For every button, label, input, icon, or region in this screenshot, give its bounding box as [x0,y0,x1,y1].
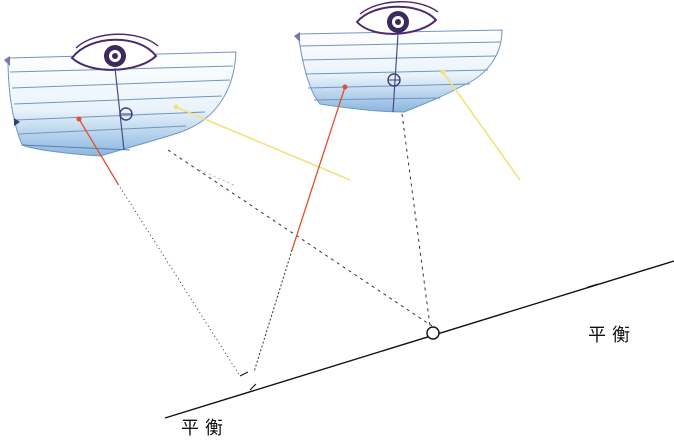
circle-pivot-icon [426,326,440,340]
left-plumb-line [114,67,125,151]
eye-icon [355,1,439,35]
right-bowl-marker [294,32,300,42]
right-bowl [294,29,503,113]
left-bowl-stripe [15,111,206,121]
balance-label-right: 平衡 [588,325,636,346]
left-bowl-stripe [18,125,187,135]
right-plumb-line [392,33,399,113]
right-bowl-stripe [307,83,471,89]
right-dashed-line [401,113,431,327]
left-yellow-line [175,106,351,181]
left-bowl-stripe [21,144,131,151]
left-bowl-marker [14,118,20,126]
right-bowl-stripe [301,55,497,61]
right-yellow-line [442,71,521,181]
right-bowl-stripe [313,97,441,101]
ground-tick [239,371,249,377]
balance-label-left: 平衡 [181,418,229,439]
left-teal-line [199,169,237,187]
left-red-line [78,118,119,185]
left-bowl-stripe [11,79,231,89]
eye-icon [70,33,159,71]
left-sight-line [117,183,241,377]
ground-tick [587,283,599,288]
right-sight-line [253,249,293,373]
left-dashed-line [167,149,433,327]
right-bowl-stripe [299,41,501,47]
right-red-line [291,86,346,251]
right-bowl-stripe [304,69,489,75]
left-bowl [4,51,237,157]
left-bowl-marker [4,56,10,66]
ground-tick [249,383,257,391]
